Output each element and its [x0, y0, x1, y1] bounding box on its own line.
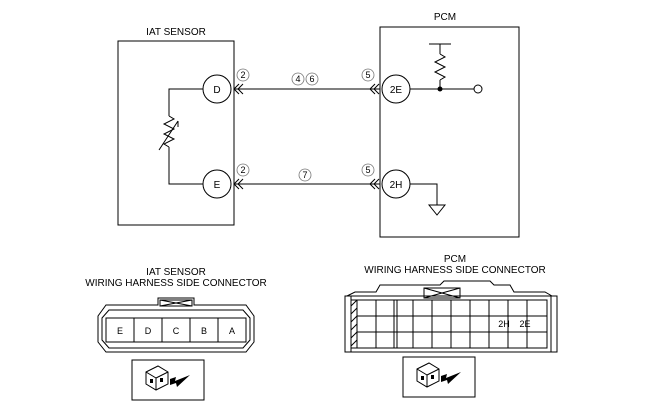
iat-sensor-title: IAT SENSOR	[146, 27, 206, 38]
marker-e-pcm-side: 5	[361, 163, 375, 177]
terminal-circle	[473, 84, 483, 94]
iat-pin-d-label: D	[213, 85, 220, 96]
pcm-connector-title-2: WIRING HARNESS SIDE CONNECTOR	[364, 265, 546, 276]
iat-connector-title-2: WIRING HARNESS SIDE CONNECTOR	[85, 278, 267, 289]
svg-text:2: 2	[240, 70, 245, 80]
connector-with-arrow-icon	[131, 359, 205, 401]
pcm-box	[379, 26, 520, 238]
marker-e-wire: 7	[298, 168, 312, 182]
iat-cavity-c: C	[173, 326, 180, 336]
svg-text:5: 5	[365, 165, 370, 175]
iat-pin-e-label: E	[214, 180, 221, 191]
pcm-pin-2e-label: 2E	[390, 85, 403, 96]
marker-d-wire-b: 6	[305, 72, 319, 86]
pcm-connector-key	[350, 299, 358, 349]
pcm-connector-cavities	[356, 299, 548, 349]
svg-text:2: 2	[240, 165, 245, 175]
iat-connector-body	[97, 297, 255, 353]
connector-chevron-iat-e	[233, 178, 244, 190]
iat-connector-title-1: IAT SENSOR	[146, 267, 206, 278]
iat-cavity-e: E	[117, 326, 123, 336]
pcm-pin-2h-label: 2H	[390, 180, 403, 191]
junction-dot	[437, 86, 443, 92]
iat-cavity-d: D	[145, 326, 152, 336]
svg-text:6: 6	[309, 74, 314, 84]
iat-connector-cavities	[105, 317, 247, 343]
connector-with-arrow-icon	[402, 356, 476, 398]
pcm-pin-2h	[381, 169, 411, 199]
connector-chevron-pcm-2h	[369, 178, 380, 190]
marker-d-wire-a: 4	[291, 72, 305, 86]
svg-text:5: 5	[365, 70, 370, 80]
svg-text:4: 4	[295, 74, 300, 84]
pcm-connector-body	[344, 280, 558, 353]
svg-text:7: 7	[302, 170, 307, 180]
iat-cavity-b: B	[201, 326, 207, 336]
resistor-icon	[429, 43, 451, 89]
marker-d-side: 2	[236, 68, 250, 82]
marker-d-pcm-side: 5	[361, 68, 375, 82]
iat-cavity-a: A	[229, 326, 235, 336]
pcm-cavity-2e: 2E	[519, 319, 530, 329]
connector-chevron-iat-d	[233, 83, 244, 95]
marker-e-side: 2	[236, 163, 250, 177]
iat-sensor-box	[117, 40, 235, 226]
iat-pin-e	[202, 169, 232, 199]
pcm-title: PCM	[434, 12, 456, 23]
ground-icon	[410, 183, 447, 216]
pcm-connector-title-1: PCM	[444, 254, 466, 265]
iat-pin-d	[202, 74, 232, 104]
connector-chevron-pcm-2e	[369, 83, 380, 95]
pcm-cavity-2h: 2H	[498, 319, 510, 329]
pcm-pin-2e	[381, 74, 411, 104]
thermistor-icon	[158, 88, 203, 185]
